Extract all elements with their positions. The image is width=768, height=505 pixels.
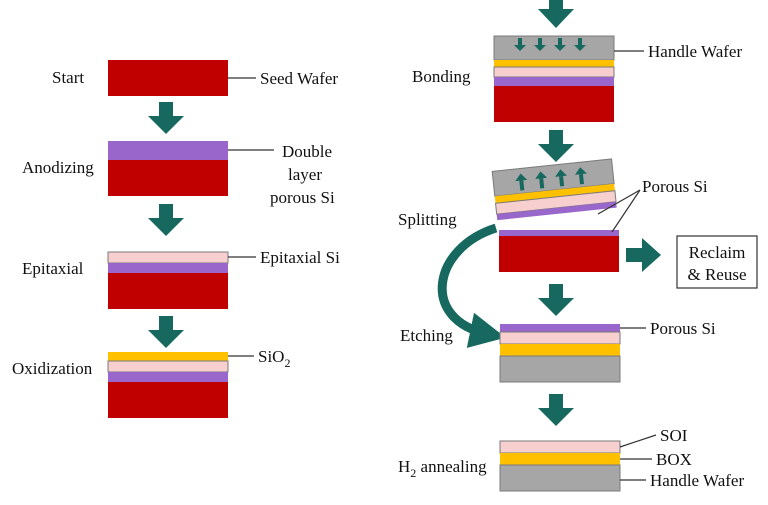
split-top-stack: [491, 158, 617, 221]
seed-wafer-layer: [108, 60, 228, 96]
epitaxial-wafer-stack: [107, 251, 229, 309]
step-label-h2-annealing: H2 annealing: [398, 457, 487, 480]
bonding-press-arrows-icon: [514, 38, 586, 51]
down-arrow-icon: [538, 394, 574, 426]
label-double-layer-line2: layer: [288, 165, 322, 184]
porous-si-layer: [108, 372, 228, 382]
porous-si-layer: [108, 263, 228, 273]
label-seed-wafer: Seed Wafer: [260, 69, 338, 88]
label-box: BOX: [656, 450, 692, 469]
split-bottom-stack: [499, 230, 619, 272]
step-label-bonding: Bonding: [412, 67, 471, 86]
seed-wafer-layer: [108, 382, 228, 418]
step-label-oxidization: Oxidization: [12, 359, 93, 378]
down-arrow-icon: [538, 130, 574, 162]
porous-si-layer: [499, 230, 619, 236]
seed-wafer-layer: [108, 273, 228, 309]
label-porous-si-etch: Porous Si: [650, 319, 716, 338]
label-porous-si-split: Porous Si: [642, 177, 708, 196]
step-label-splitting: Splitting: [398, 210, 457, 229]
down-arrow-icon: [538, 0, 574, 28]
soi-layer: [499, 440, 621, 454]
anodized-wafer-stack: [108, 141, 228, 196]
down-arrow-icon: [148, 316, 184, 348]
sio2-layer: [500, 344, 620, 356]
label-soi: SOI: [660, 426, 688, 445]
epitaxial-si-layer: [107, 251, 229, 264]
label-double-layer-line3: porous Si: [270, 188, 335, 207]
final-soi-stack: [499, 440, 621, 492]
seed-wafer-layer: [108, 160, 228, 196]
label-handle-wafer-bottom: Handle Wafer: [650, 471, 744, 490]
reclaim-line1: Reclaim: [689, 243, 746, 262]
epitaxial-si-layer: [107, 360, 229, 373]
label-double-layer-line1: Double: [282, 142, 332, 161]
oxidized-wafer-stack: [107, 352, 229, 418]
porous-si-layer: [496, 201, 617, 221]
leader-line-porous-si-split-a: [597, 189, 641, 215]
porous-si-layer: [500, 324, 620, 332]
seed-wafer-layer: [494, 86, 614, 122]
porous-si-layer: [494, 77, 614, 86]
sio2-layer: [494, 183, 615, 204]
handle-wafer-layer: [499, 355, 621, 383]
seed-wafer-stack: [108, 60, 228, 96]
reclaim-reuse-box: Reclaim & Reuse: [676, 235, 758, 289]
porous-si-layer: [108, 141, 228, 160]
seed-wafer-layer: [499, 236, 619, 272]
right-arrow-icon: [626, 238, 661, 272]
sio2-layer: [494, 60, 614, 67]
etched-wafer-stack: [499, 324, 621, 383]
step-label-start: Start: [52, 68, 84, 87]
step-label-epitaxial: Epitaxial: [22, 259, 84, 278]
down-arrow-icon: [148, 102, 184, 134]
label-handle-wafer-top: Handle Wafer: [648, 42, 742, 61]
leader-line-soi: [619, 434, 657, 448]
handle-wafer-layer: [499, 464, 621, 492]
sio2-layer: [108, 352, 228, 361]
step-label-anodizing: Anodizing: [22, 158, 94, 177]
curved-arrow-icon: [437, 223, 506, 348]
down-arrow-icon: [538, 284, 574, 316]
down-arrow-icon: [148, 204, 184, 236]
epitaxial-si-layer: [493, 66, 615, 78]
epitaxial-si-layer: [499, 331, 621, 345]
label-sio2: SiO2: [258, 347, 290, 370]
label-epitaxial-si: Epitaxial Si: [260, 248, 340, 267]
step-label-etching: Etching: [400, 326, 453, 345]
splitting-up-arrows-icon: [515, 167, 587, 191]
handle-wafer-layer: [493, 35, 615, 61]
leader-line-porous-si-split-b: [611, 189, 641, 233]
reclaim-line2: & Reuse: [687, 265, 746, 284]
box-layer: [500, 453, 620, 465]
bonded-wafer-stack: [493, 35, 615, 122]
